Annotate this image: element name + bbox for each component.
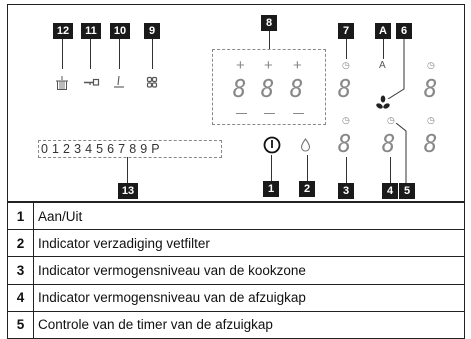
leader-6: [387, 39, 405, 99]
hood-power-digit: 8: [381, 129, 396, 158]
callout-7: 7: [338, 23, 354, 39]
clock-icon-hood-timer: ◷: [427, 116, 435, 126]
leader-13: [127, 157, 128, 183]
auto-mode-label[interactable]: A: [379, 60, 386, 71]
lock-icon: [84, 78, 100, 86]
callout-8: 8: [261, 15, 277, 31]
legend-number: 3: [7, 256, 34, 285]
callout-11: 11: [81, 23, 101, 39]
callout-13: 13: [118, 183, 138, 199]
legend-number: 5: [7, 310, 34, 339]
legend-row: 5 Controle van de timer van de afzuigkap: [7, 310, 465, 339]
timer-plus-1[interactable]: +: [236, 57, 245, 74]
hob-icon: [114, 75, 124, 88]
control-panel-diagram: 12 11 10 9 8 + + + 8 8 8 7 ◷ 8: [7, 4, 465, 202]
leader-10: [119, 39, 120, 69]
leader-4: [390, 157, 391, 183]
callout-3: 3: [338, 183, 354, 199]
power-scale-group: [38, 140, 222, 158]
hood-timer-digit: 8: [423, 74, 438, 103]
callout-1: 1: [263, 181, 279, 197]
timer-digit-1: 8: [232, 74, 247, 103]
leader-7: [346, 39, 347, 59]
callout-A: A: [375, 23, 391, 39]
timer-digit-3: 8: [289, 74, 304, 103]
leader-3: [346, 157, 347, 183]
power-icon[interactable]: [263, 136, 281, 154]
timer-minus-3[interactable]: [293, 113, 304, 114]
fan-speed-icon[interactable]: [375, 95, 391, 111]
callout-2: 2: [299, 181, 315, 197]
filter-icon: [56, 76, 68, 90]
timer-minus-2[interactable]: [264, 113, 275, 114]
zone-timer-digit-top: 8: [337, 74, 352, 103]
fan-icon: [146, 76, 158, 88]
clock-icon-zone: ◷: [342, 116, 350, 126]
leader-1: [271, 155, 272, 181]
legend-text: Indicator vermogensniveau van de kookzon…: [33, 256, 465, 285]
callout-4: 4: [382, 183, 398, 199]
timer-plus-3[interactable]: +: [293, 57, 302, 74]
leader-5: [395, 123, 407, 185]
leader-9: [152, 39, 153, 69]
callout-6: 6: [396, 23, 412, 39]
timer-display-group: [212, 49, 326, 125]
legend-text: Aan/Uit: [33, 201, 465, 231]
timer-minus-1[interactable]: [236, 113, 247, 114]
drop-icon: [300, 138, 311, 152]
legend-row: 3 Indicator vermogensniveau van de kookz…: [7, 256, 465, 285]
legend-text: Controle van de timer van de afzuigkap: [33, 310, 465, 339]
legend-text: Indicator vermogensniveau van de afzuigk…: [33, 283, 465, 312]
timer-digit-2: 8: [260, 74, 275, 103]
legend-number: 1: [7, 201, 34, 231]
legend-text: Indicator verzadiging vetfilter: [33, 229, 465, 258]
leader-11: [90, 39, 91, 69]
timer-plus-2[interactable]: +: [264, 57, 273, 74]
hood-timer-control-digit: 8: [423, 129, 438, 158]
clock-icon-right: ◷: [427, 61, 435, 71]
callout-9: 9: [144, 23, 160, 39]
legend-number: 2: [7, 229, 34, 258]
legend-row: 1 Aan/Uit: [7, 201, 465, 231]
leader-2: [307, 155, 308, 181]
legend-row: 4 Indicator vermogensniveau van de afzui…: [7, 283, 465, 312]
callout-5: 5: [399, 183, 415, 199]
power-level-scale[interactable]: 0 1 2 3 4 5 6 7 8 9 P: [41, 142, 160, 156]
leader-A: [383, 39, 384, 59]
legend-number: 4: [7, 283, 34, 312]
clock-icon-hood: ◷: [387, 116, 395, 126]
leader-8: [269, 31, 270, 49]
callout-10: 10: [110, 23, 130, 39]
legend-row: 2 Indicator verzadiging vetfilter: [7, 229, 465, 258]
cooking-zone-power-digit: 8: [337, 129, 352, 158]
legend-table: 1 Aan/Uit 2 Indicator verzadiging vetfil…: [7, 201, 465, 339]
clock-icon: ◷: [342, 61, 350, 71]
leader-12: [62, 39, 63, 69]
callout-12: 12: [53, 23, 73, 39]
